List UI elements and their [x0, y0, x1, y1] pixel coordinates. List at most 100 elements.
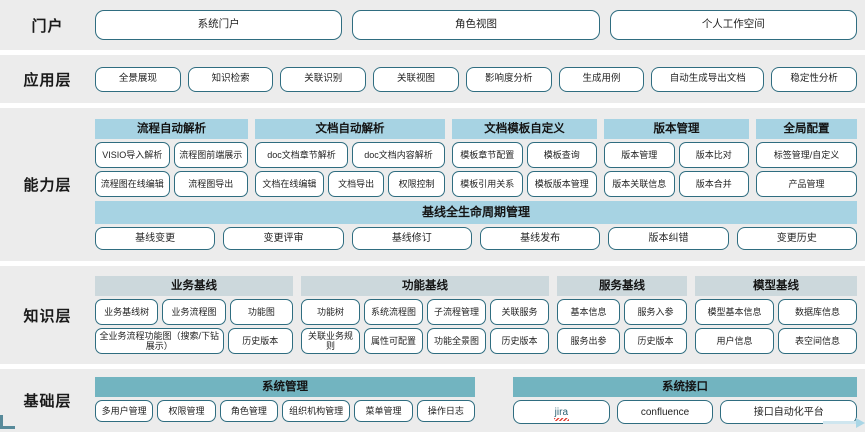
cap-product-mgmt[interactable]: 产品管理 — [756, 171, 857, 198]
know-service-basic-info[interactable]: 基本信息 — [557, 299, 620, 326]
cap-version-merge[interactable]: 版本合并 — [678, 171, 749, 198]
layer-body-knowledge: 业务基线 业务基线树 业务流程图 功能图 全业务流程功能图（搜索/下钻展示） 历… — [95, 275, 865, 355]
foundation-group-system-interface: 系统接口 jira confluence 接口自动化平台 — [513, 376, 858, 425]
knowledge-group-items: 模型基本信息 数据库信息 用户信息 表空间信息 — [695, 296, 857, 355]
capability-group-doc-parse: 文档自动解析 doc文档章节解析 doc文档内容解析 文档在线编辑 文档导出 权… — [255, 118, 445, 198]
capability-group-process-parse: 流程自动解析 VISIO导入解析 流程图前端展示 流程图在线编辑 流程图导出 — [95, 118, 248, 198]
know-user-info[interactable]: 用户信息 — [695, 328, 774, 355]
knowledge-group-title: 功能基线 — [301, 275, 549, 297]
knowledge-group-items: 基本信息 服务入参 服务出参 历史版本 — [557, 296, 687, 355]
know-full-business-flow-function-chart[interactable]: 全业务流程功能图（搜索/下钻展示） — [95, 328, 224, 355]
cap-template-chapter-config[interactable]: 模板章节配置 — [452, 142, 523, 169]
found-confluence-integration[interactable]: confluence — [616, 400, 714, 425]
knowledge-group-function-baseline: 功能基线 功能树 系统流程图 子流程管理 关联服务 关联业务规则 属性可配置 功… — [301, 275, 549, 355]
know-function-tree[interactable]: 功能树 — [301, 299, 360, 326]
lifecycle-title: 基线全生命周期管理 — [95, 201, 857, 225]
capability-group-title: 文档自动解析 — [255, 118, 445, 140]
know-function-chart[interactable]: 功能图 — [229, 299, 293, 326]
know-attribute-configurable[interactable]: 属性可配置 — [364, 328, 423, 355]
lifecycle-baseline-revision[interactable]: 基线修订 — [351, 227, 472, 251]
cap-flowchart-online-edit[interactable]: 流程图在线编辑 — [95, 171, 170, 198]
cap-doc-export[interactable]: 文档导出 — [327, 171, 385, 198]
cap-version-relation-info[interactable]: 版本关联信息 — [604, 171, 675, 198]
know-related-business-rule[interactable]: 关联业务规则 — [301, 328, 360, 355]
cap-flowchart-frontend-display[interactable]: 流程图前端展示 — [173, 142, 248, 169]
portal-item-role-view[interactable]: 角色视图 — [352, 10, 600, 40]
item-row: 文档在线编辑 文档导出 权限控制 — [255, 171, 445, 198]
cap-permission-control[interactable]: 权限控制 — [388, 171, 445, 198]
item-row: 基本信息 服务入参 — [557, 299, 687, 326]
layer-band-knowledge: 知识层 业务基线 业务基线树 业务流程图 功能图 全业务流程功能图（搜索/下钻展… — [0, 266, 865, 364]
cap-template-query[interactable]: 模板查询 — [526, 142, 597, 169]
item-row: 基线变更 变更评审 基线修订 基线发布 版本纠错 变更历史 — [95, 227, 857, 251]
item-row: 流程图在线编辑 流程图导出 — [95, 171, 248, 198]
found-jira-integration[interactable]: jira — [513, 400, 610, 425]
cap-template-reference[interactable]: 模板引用关系 — [452, 171, 523, 198]
app-item-relation-view[interactable]: 关联视图 — [373, 66, 459, 92]
item-row: 多用户管理 权限管理 角色管理 组织机构管理 菜单管理 操作日志 — [95, 400, 476, 423]
item-row: 版本管理 版本比对 — [604, 142, 749, 169]
item-row: 版本关联信息 版本合并 — [604, 171, 749, 198]
item-row: 功能树 系统流程图 子流程管理 关联服务 — [301, 299, 549, 326]
application-item-row: 全景展现 知识检索 关联识别 关联视图 影响度分析 生成用例 自动生成导出文档 … — [95, 66, 857, 92]
cap-flowchart-export[interactable]: 流程图导出 — [173, 171, 248, 198]
app-item-knowledge-search[interactable]: 知识检索 — [187, 66, 274, 92]
capability-group-items: doc文档章节解析 doc文档内容解析 文档在线编辑 文档导出 权限控制 — [255, 139, 445, 198]
found-operation-log[interactable]: 操作日志 — [416, 400, 476, 423]
lifecycle-change-review[interactable]: 变更评审 — [223, 227, 344, 251]
know-tablespace-info[interactable]: 表空间信息 — [778, 328, 857, 355]
portal-item-system[interactable]: 系统门户 — [95, 10, 343, 40]
capability-group-items: 版本管理 版本比对 版本关联信息 版本合并 — [604, 139, 749, 198]
found-menu-mgmt[interactable]: 菜单管理 — [354, 400, 413, 423]
layer-label-knowledge: 知识层 — [23, 307, 72, 325]
know-subprocess-mgmt[interactable]: 子流程管理 — [427, 299, 486, 326]
app-item-panorama[interactable]: 全景展现 — [95, 66, 181, 92]
app-item-generate-case[interactable]: 生成用例 — [558, 66, 645, 92]
found-org-structure-mgmt[interactable]: 组织机构管理 — [281, 400, 351, 423]
know-business-history-version[interactable]: 历史版本 — [227, 328, 293, 355]
cap-version-compare[interactable]: 版本比对 — [678, 142, 749, 169]
knowledge-group-title: 服务基线 — [557, 275, 687, 297]
know-system-flowchart[interactable]: 系统流程图 — [364, 299, 423, 326]
cap-visio-import-parse[interactable]: VISIO导入解析 — [95, 142, 170, 169]
found-role-mgmt[interactable]: 角色管理 — [219, 400, 278, 423]
cap-version-mgmt[interactable]: 版本管理 — [604, 142, 675, 169]
layer-label-application: 应用层 — [23, 71, 72, 89]
cap-doc-online-edit[interactable]: 文档在线编辑 — [255, 171, 324, 198]
layer-body-foundation: 系统管理 多用户管理 权限管理 角色管理 组织机构管理 菜单管理 操作日志 — [95, 376, 865, 425]
found-api-automation-platform[interactable]: 接口自动化平台 — [720, 400, 858, 425]
know-function-panorama[interactable]: 功能全景图 — [427, 328, 486, 355]
capability-group-row: 流程自动解析 VISIO导入解析 流程图前端展示 流程图在线编辑 流程图导出 文… — [95, 118, 857, 198]
found-multi-user-mgmt[interactable]: 多用户管理 — [95, 400, 154, 423]
lifecycle-version-correction[interactable]: 版本纠错 — [608, 227, 729, 251]
found-permission-mgmt[interactable]: 权限管理 — [157, 400, 216, 423]
know-database-info[interactable]: 数据库信息 — [778, 299, 857, 326]
foundation-group-system-mgmt: 系统管理 多用户管理 权限管理 角色管理 组织机构管理 菜单管理 操作日志 — [95, 376, 476, 423]
knowledge-group-title: 模型基线 — [695, 275, 857, 297]
item-row: 产品管理 — [756, 171, 857, 198]
capability-group-global-config: 全局配置 标签管理/自定义 产品管理 — [756, 118, 857, 198]
cap-doc-chapter-parse[interactable]: doc文档章节解析 — [255, 142, 348, 169]
lifecycle-baseline-change[interactable]: 基线变更 — [95, 227, 216, 251]
lifecycle-baseline-release[interactable]: 基线发布 — [479, 227, 601, 251]
know-related-service[interactable]: 关联服务 — [490, 299, 549, 326]
portal-item-personal-workspace[interactable]: 个人工作空间 — [609, 10, 857, 40]
layer-band-foundation: 基础层 系统管理 多用户管理 权限管理 角色管理 组织机构管理 菜单管理 操作日… — [0, 369, 865, 432]
cap-doc-content-parse[interactable]: doc文档内容解析 — [352, 142, 445, 169]
know-service-output-param[interactable]: 服务出参 — [557, 328, 620, 355]
know-business-baseline-tree[interactable]: 业务基线树 — [95, 299, 159, 326]
app-item-relation-detect[interactable]: 关联识别 — [280, 66, 367, 92]
know-service-history-version[interactable]: 历史版本 — [624, 328, 687, 355]
cap-template-version-mgmt[interactable]: 模板版本管理 — [526, 171, 597, 198]
know-model-basic-info[interactable]: 模型基本信息 — [695, 299, 774, 326]
item-row: 用户信息 表空间信息 — [695, 328, 857, 355]
foundation-group-title: 系统管理 — [95, 376, 475, 398]
app-item-impact-analysis[interactable]: 影响度分析 — [465, 66, 552, 92]
cap-tag-mgmt-custom[interactable]: 标签管理/自定义 — [756, 142, 857, 169]
know-business-flowchart[interactable]: 业务流程图 — [162, 299, 226, 326]
app-item-auto-export-doc[interactable]: 自动生成导出文档 — [651, 66, 765, 92]
lifecycle-change-history[interactable]: 变更历史 — [736, 227, 857, 251]
know-function-history-version[interactable]: 历史版本 — [490, 328, 549, 355]
know-service-input-param[interactable]: 服务入参 — [624, 299, 687, 326]
app-item-stability-analysis[interactable]: 稳定性分析 — [771, 66, 857, 92]
